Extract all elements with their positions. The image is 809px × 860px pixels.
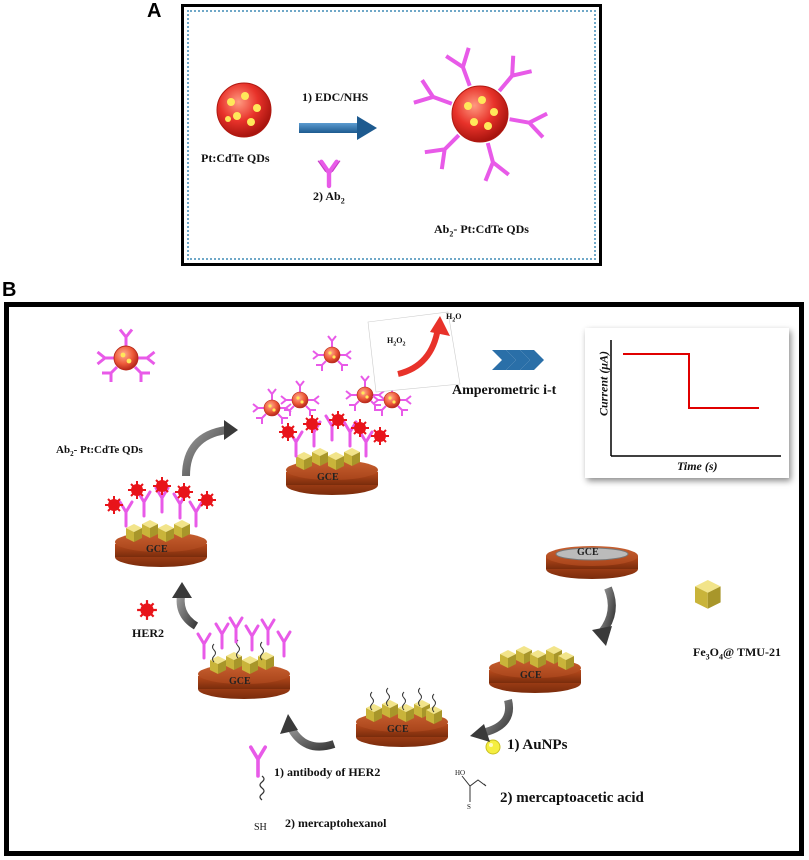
conjugate-label: Ab2- Pt:CdTe QDs (56, 444, 143, 459)
ho-label: HO (455, 769, 466, 777)
cycle-arrow-3-icon (280, 714, 336, 751)
antibody-step-label: 1) antibody of HER2 (274, 765, 381, 779)
aunp-icon (485, 739, 501, 755)
sh-label: SH (254, 822, 267, 833)
aunps-label: 1) AuNPs (507, 737, 568, 753)
gce-label-aunps: GCE (387, 724, 409, 735)
qd-label: Pt:CdTe QDs (201, 151, 270, 165)
h2o2-label: H2O2 (387, 336, 406, 348)
panel-b-letter: B (2, 279, 17, 301)
mercaptoacetic-label: 2) mercaptoacetic acid (500, 790, 644, 806)
current-trace (623, 353, 759, 409)
panel-a-diagram (216, 47, 548, 266)
electrode-fe3o4 (489, 646, 581, 693)
x-axis-label: Time (s) (677, 459, 718, 473)
antibody-reagent-icon (249, 745, 268, 778)
electrode-final (252, 335, 412, 495)
cycle-arrow-1-icon (592, 586, 616, 646)
gce-label-fe3o4: GCE (520, 670, 542, 681)
cycle-arrow-4-icon (172, 582, 199, 630)
catalysis-card (367, 311, 461, 393)
mercaptoacetic-structure-icon (461, 775, 487, 802)
fe3o4-cube-icon (695, 580, 721, 609)
free-conjugate-icon (96, 328, 156, 384)
ab2-pt-cdte-conjugate-icon (413, 47, 548, 182)
cycle-arrow-5-icon (182, 420, 238, 477)
current-time-plot: Current (μA) Time (s) (585, 328, 789, 478)
gce-label-bare: GCE (577, 547, 599, 558)
s-label: S (467, 803, 471, 811)
h2o-label: H2O (446, 312, 462, 324)
product-label: Ab2- Pt:CdTe QDs (434, 222, 529, 239)
gce-label-her2: GCE (146, 544, 168, 555)
her2-icon (136, 598, 158, 622)
gce-label-antibody: GCE (229, 676, 251, 687)
electrode-antibody (196, 616, 292, 699)
gce-label-final: GCE (317, 472, 339, 483)
electrode-aunps-maa (356, 687, 448, 747)
electrode-her2 (104, 476, 217, 567)
chevron-arrows-icon (492, 350, 544, 370)
fe3o4-label: Fe3O4@ TMU-21 (693, 645, 781, 662)
step2-label: 2) Ab2 (313, 189, 345, 206)
step1-label: 1) EDC/NHS (302, 90, 369, 104)
pt-cdte-qd-icon (216, 82, 272, 138)
her2-label: HER2 (132, 626, 165, 640)
panel-a-letter: A (147, 0, 162, 22)
reaction-arrow-icon (299, 116, 377, 140)
mercaptohexanol-structure-icon (259, 775, 265, 801)
cycle-arrow-2-icon (470, 699, 513, 742)
amperometric-label: Amperometric i-t (452, 383, 557, 398)
y-axis-label: Current (μA) (596, 350, 611, 417)
mercaptohexanol-label: 2) mercaptohexanol (285, 816, 387, 830)
electrode-bare (546, 546, 638, 579)
